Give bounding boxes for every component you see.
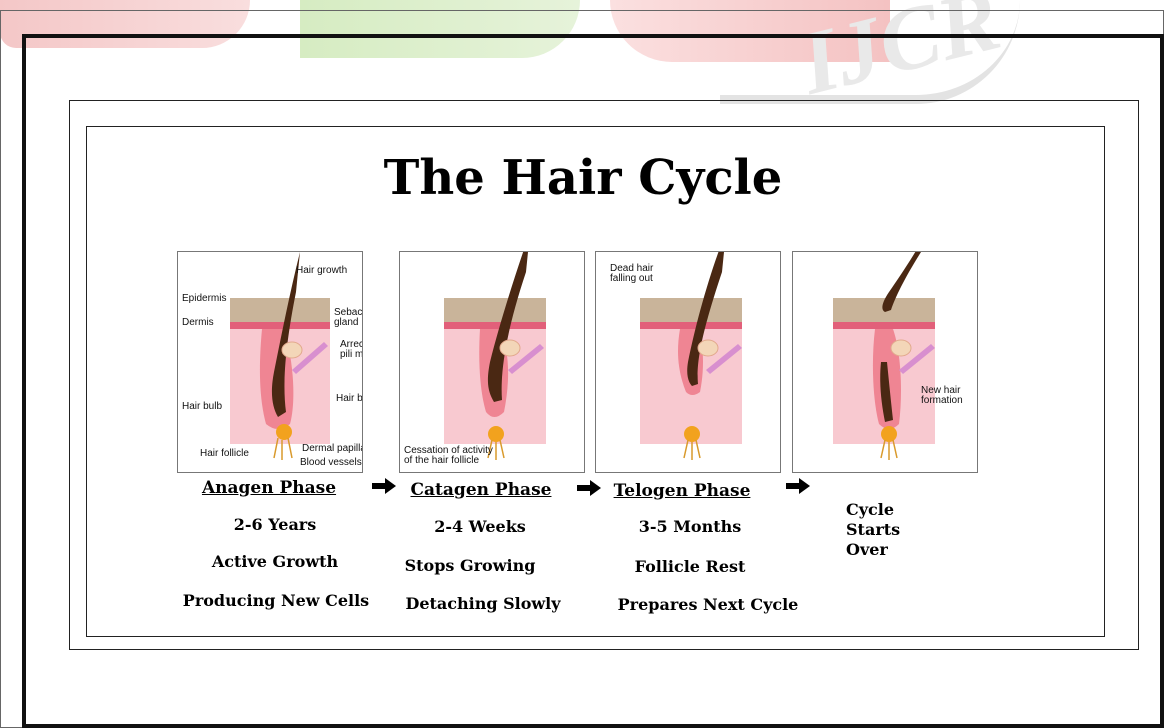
starts-word: Starts [846, 520, 900, 540]
telogen-detail: Prepares Next Cycle [610, 595, 806, 614]
anagen-duration: 2-6 Years [180, 515, 370, 534]
catagen-state: Stops Growing [390, 556, 550, 575]
label-dead-hair: Dead hair falling out [610, 264, 653, 284]
label-blood-vessels: Blood vessels [300, 458, 362, 468]
label-sebaceous-gland: Sebaceous gland [334, 308, 363, 328]
anagen-illustration: Hair growth Epidermis Dermis Sebaceous g… [177, 251, 363, 473]
phase-title-catagen: Catagen Phase [409, 480, 553, 500]
label-arrector-pili: Arrector pili muscle [340, 340, 363, 360]
telogen-state: Follicle Rest [600, 557, 780, 576]
cycle-starts-over: Cycle Starts Over [846, 500, 900, 560]
label-dermis: Dermis [182, 318, 214, 328]
anagen-detail: Producing New Cells [176, 591, 376, 610]
catagen-duration: 2-4 Weeks [390, 517, 570, 536]
catagen-detail: Detaching Slowly [398, 594, 568, 613]
label-dermal-papilla: Dermal papilla [302, 444, 363, 454]
label-hair-follicle: Hair follicle [200, 449, 249, 459]
arrow-right-icon [577, 480, 601, 496]
arrow-right-icon [372, 478, 396, 494]
phase-title-telogen: Telogen Phase [609, 481, 755, 501]
arrow-right-icon [786, 478, 810, 494]
label-new-hair-formation: New hair formation [921, 386, 963, 406]
label-hair-growth: Hair growth [296, 266, 347, 276]
label-hair-bulb: Hair bulb [182, 402, 222, 412]
telogen-illustration: Dead hair falling out [595, 251, 781, 473]
over-word: Over [846, 540, 900, 560]
catagen-illustration: Cessation of activity of the hair follic… [399, 251, 585, 473]
anagen-state: Active Growth [180, 552, 370, 571]
diagram-title: The Hair Cycle [0, 150, 1166, 206]
phase-title-anagen: Anagen Phase [199, 478, 339, 498]
cycle-word: Cycle [846, 500, 900, 520]
label-cessation-of-activity: Cessation of activity of the hair follic… [404, 446, 493, 466]
telogen-duration: 3-5 Months [600, 517, 780, 536]
label-epidermis: Epidermis [182, 294, 226, 304]
label-hair-bulge: Hair bulge [336, 394, 363, 404]
new-hair-illustration: New hair formation [792, 251, 978, 473]
